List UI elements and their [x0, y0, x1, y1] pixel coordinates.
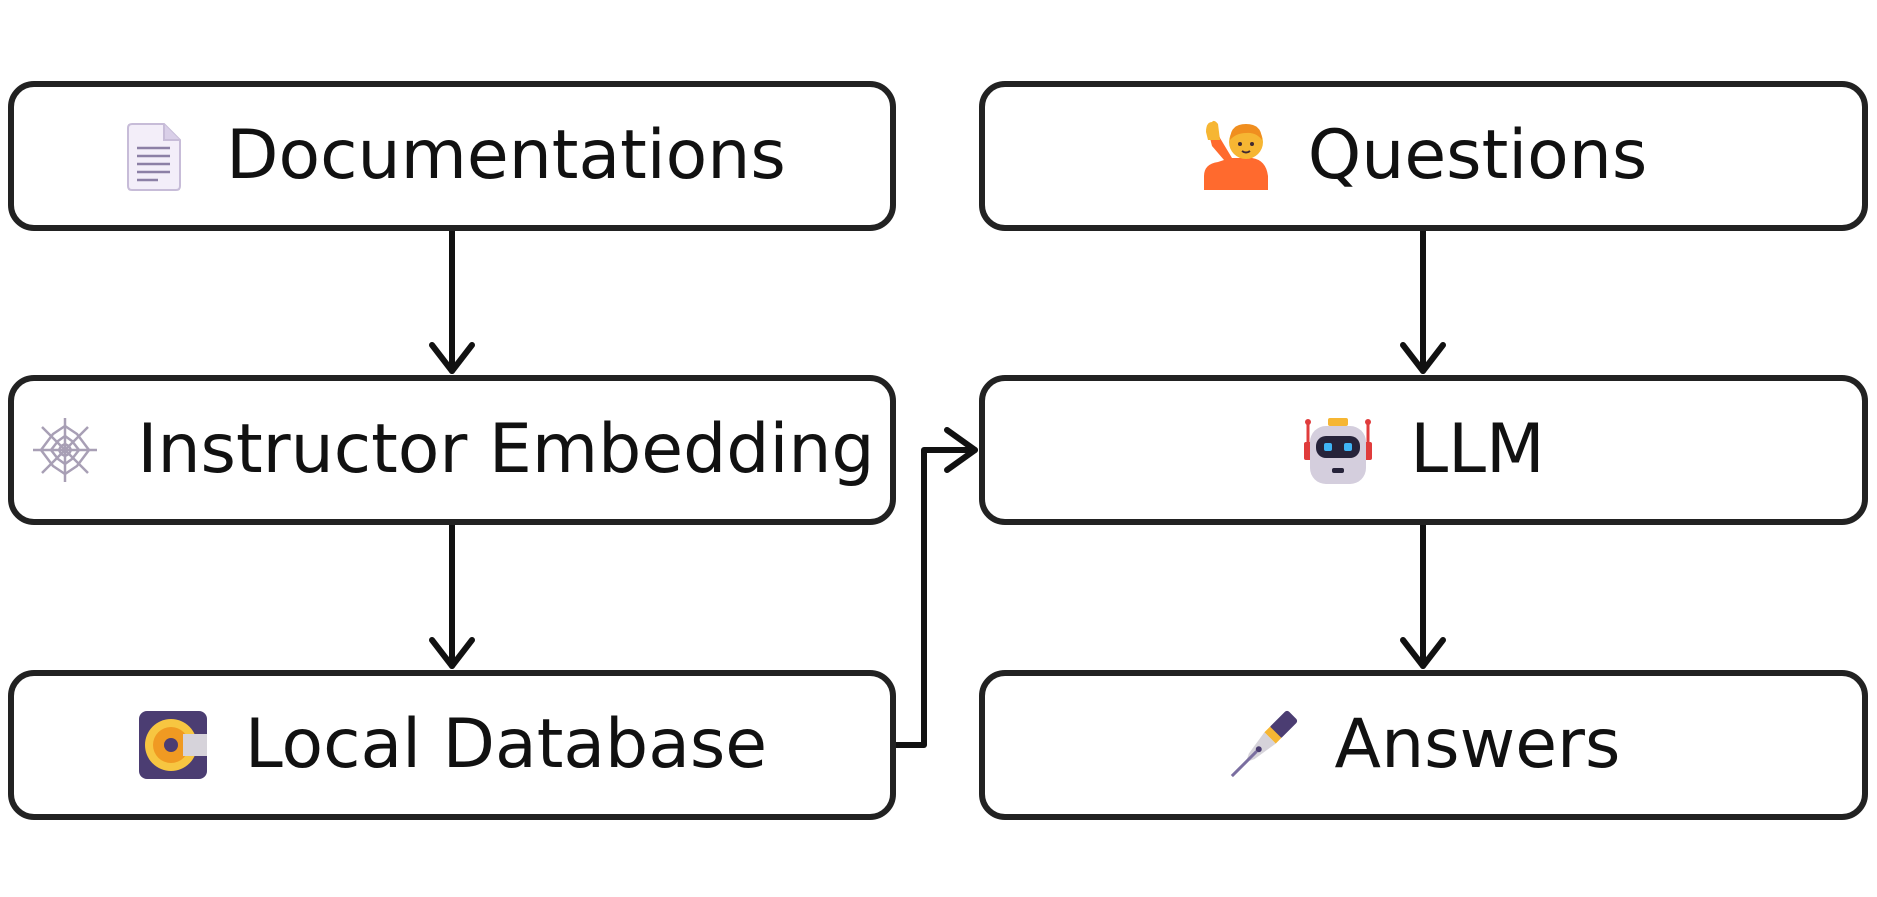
node-instructor-embedding: Instructor Embedding	[8, 375, 896, 525]
node-label: LLM	[1410, 410, 1545, 489]
node-label: Answers	[1334, 705, 1621, 784]
node-local-database: Local Database	[8, 670, 896, 820]
edge-documentations-to-embedding	[429, 228, 475, 374]
node-questions: Questions	[979, 81, 1868, 231]
node-label: Documentations	[226, 116, 786, 195]
edge-embedding-to-database	[429, 522, 475, 669]
person-raising-hand-icon	[1200, 120, 1272, 192]
edge-database-to-llm	[893, 427, 978, 748]
node-answers: Answers	[979, 670, 1868, 820]
node-label: Instructor Embedding	[137, 410, 875, 489]
node-documentations: Documentations	[8, 81, 896, 231]
fountain-pen-icon	[1227, 709, 1299, 781]
disk-icon	[137, 709, 209, 781]
node-label: Questions	[1307, 116, 1648, 195]
document-icon	[118, 120, 190, 192]
spider-web-icon	[29, 414, 101, 486]
edge-questions-to-llm	[1400, 228, 1446, 374]
edge-llm-to-answers	[1400, 522, 1446, 669]
node-llm: LLM	[979, 375, 1868, 525]
robot-icon	[1302, 414, 1374, 486]
node-label: Local Database	[244, 705, 768, 784]
